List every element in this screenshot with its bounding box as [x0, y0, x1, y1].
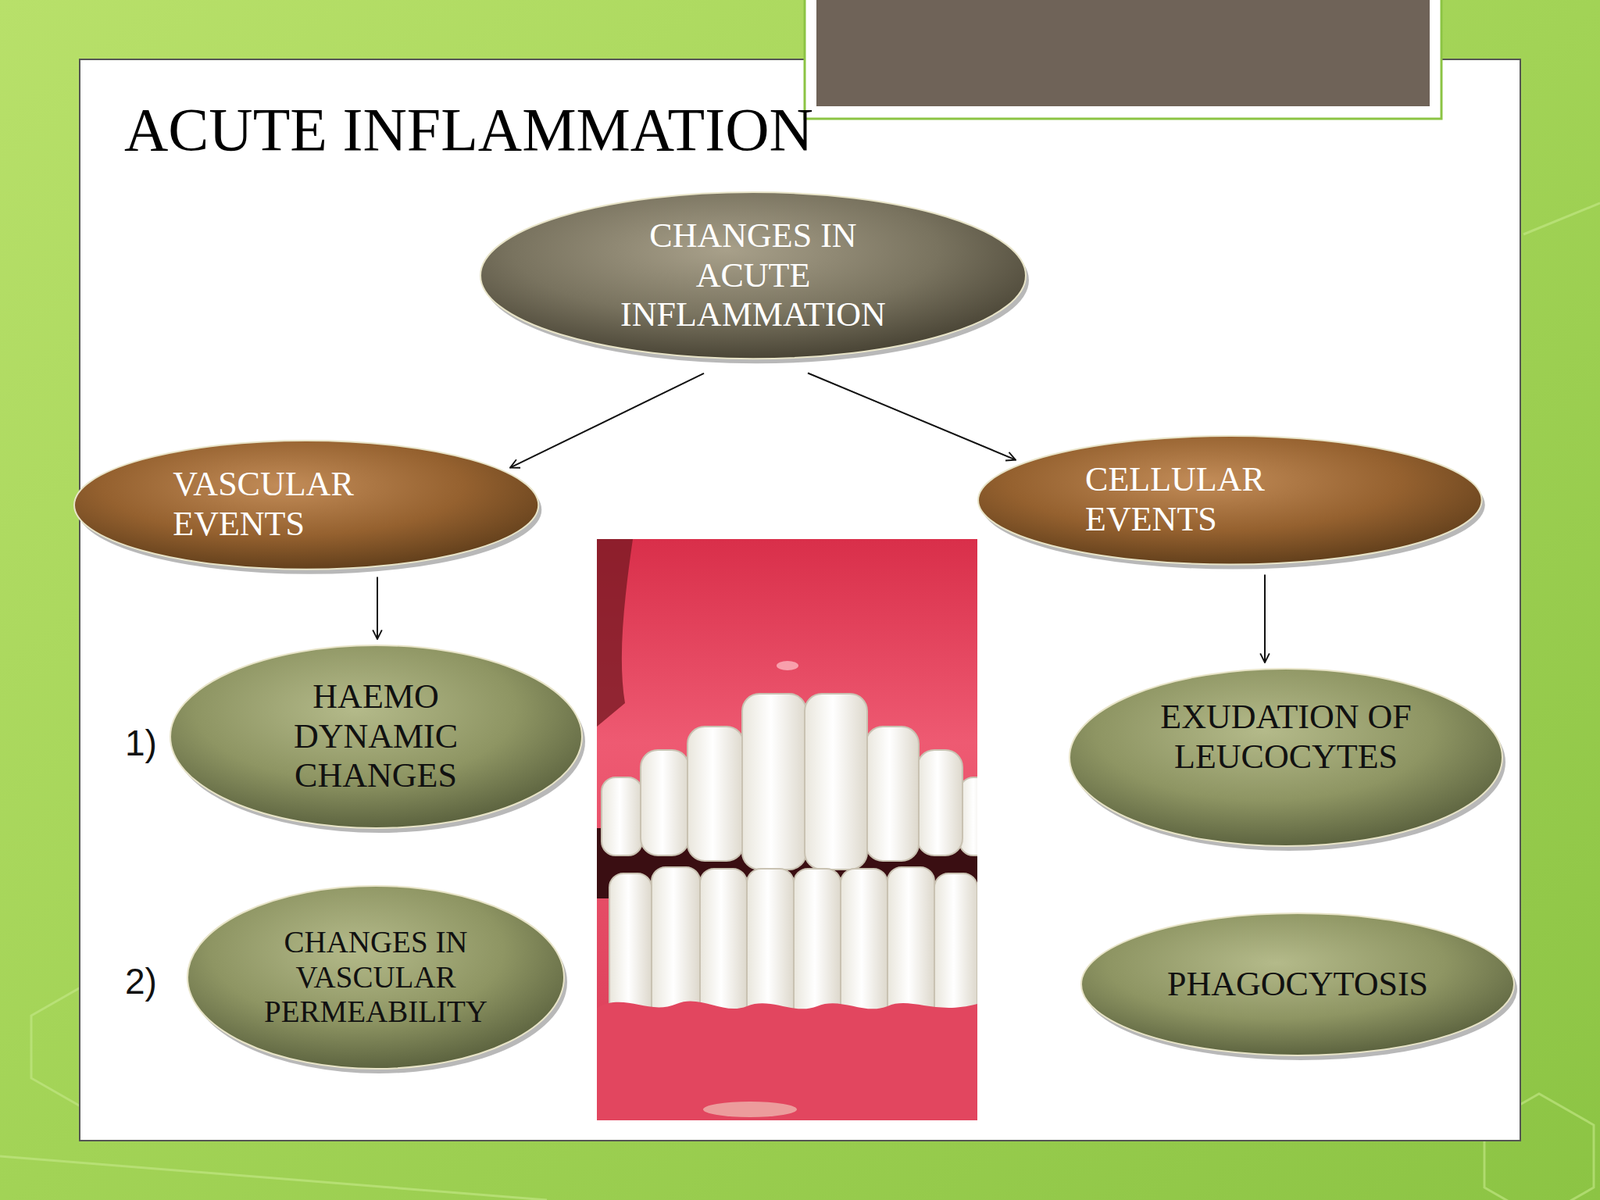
ellipse-fill	[978, 435, 1483, 565]
ellipse-fill	[187, 885, 565, 1069]
node-label: EXUDATION OF LEUCOCYTES	[1117, 697, 1454, 777]
flow-arrow	[1264, 574, 1266, 663]
slide-title: ACUTE INFLAMMATION	[124, 99, 814, 161]
node-label: HAEMO DYNAMIC CHANGES	[258, 677, 493, 797]
ellipse-fill	[1069, 668, 1503, 847]
item-number: 1)	[125, 725, 158, 761]
ellipse-fill	[74, 440, 539, 570]
item-number: 2)	[125, 963, 158, 1000]
ellipse-shape	[975, 432, 1486, 568]
gingivitis-photo	[596, 539, 978, 1121]
node-label: CHANGES IN VASCULAR PERMEABILITY	[241, 925, 511, 1031]
flow-arrow	[376, 576, 379, 640]
ellipse-shape	[71, 437, 542, 573]
flow-arrow	[807, 372, 1016, 460]
ellipse-node: CHANGES IN ACUTE INFLAMMATION	[477, 189, 1029, 362]
node-label: CELLULAR EVENTS	[1085, 460, 1320, 540]
flow-arrow	[510, 373, 704, 468]
ellipse-fill	[1081, 913, 1515, 1056]
node-label: VASCULAR EVENTS	[172, 464, 408, 544]
ellipse-node: HAEMO DYNAMIC CHANGES	[167, 642, 586, 832]
ellipse-node: EXUDATION OF LEUCOCYTES	[1066, 665, 1506, 850]
node-label: PHAGOCYTOSIS	[1167, 964, 1429, 1005]
node-label: CHANGES IN ACUTE INFLAMMATION	[596, 216, 910, 336]
ellipse-node: CHANGES IN VASCULAR PERMEABILITY	[184, 882, 568, 1072]
ellipse-fill	[480, 192, 1026, 359]
ellipse-node: CELLULAR EVENTS	[975, 432, 1486, 568]
ellipse-fill	[170, 645, 583, 829]
ellipse-node: PHAGOCYTOSIS	[1078, 910, 1518, 1059]
ellipse-node: VASCULAR EVENTS	[71, 437, 542, 573]
